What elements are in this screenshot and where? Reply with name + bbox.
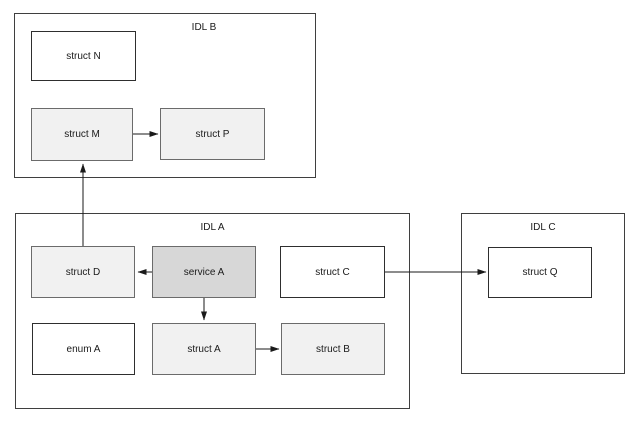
container-idl-a — [15, 213, 410, 409]
container-label-idl-a: IDL A — [200, 222, 225, 233]
node-service-a: service A — [152, 246, 256, 298]
node-struct-p: struct P — [160, 108, 265, 160]
container-label-idl-c: IDL C — [530, 222, 556, 233]
node-struct-b: struct B — [281, 323, 385, 375]
node-enum-a: enum A — [32, 323, 135, 375]
node-struct-q: struct Q — [488, 247, 592, 298]
node-struct-a: struct A — [152, 323, 256, 375]
node-struct-m: struct M — [31, 108, 133, 161]
container-label-idl-b: IDL B — [191, 22, 217, 33]
node-struct-n: struct N — [31, 31, 136, 81]
node-struct-c: struct C — [280, 246, 385, 298]
node-struct-d: struct D — [31, 246, 135, 298]
